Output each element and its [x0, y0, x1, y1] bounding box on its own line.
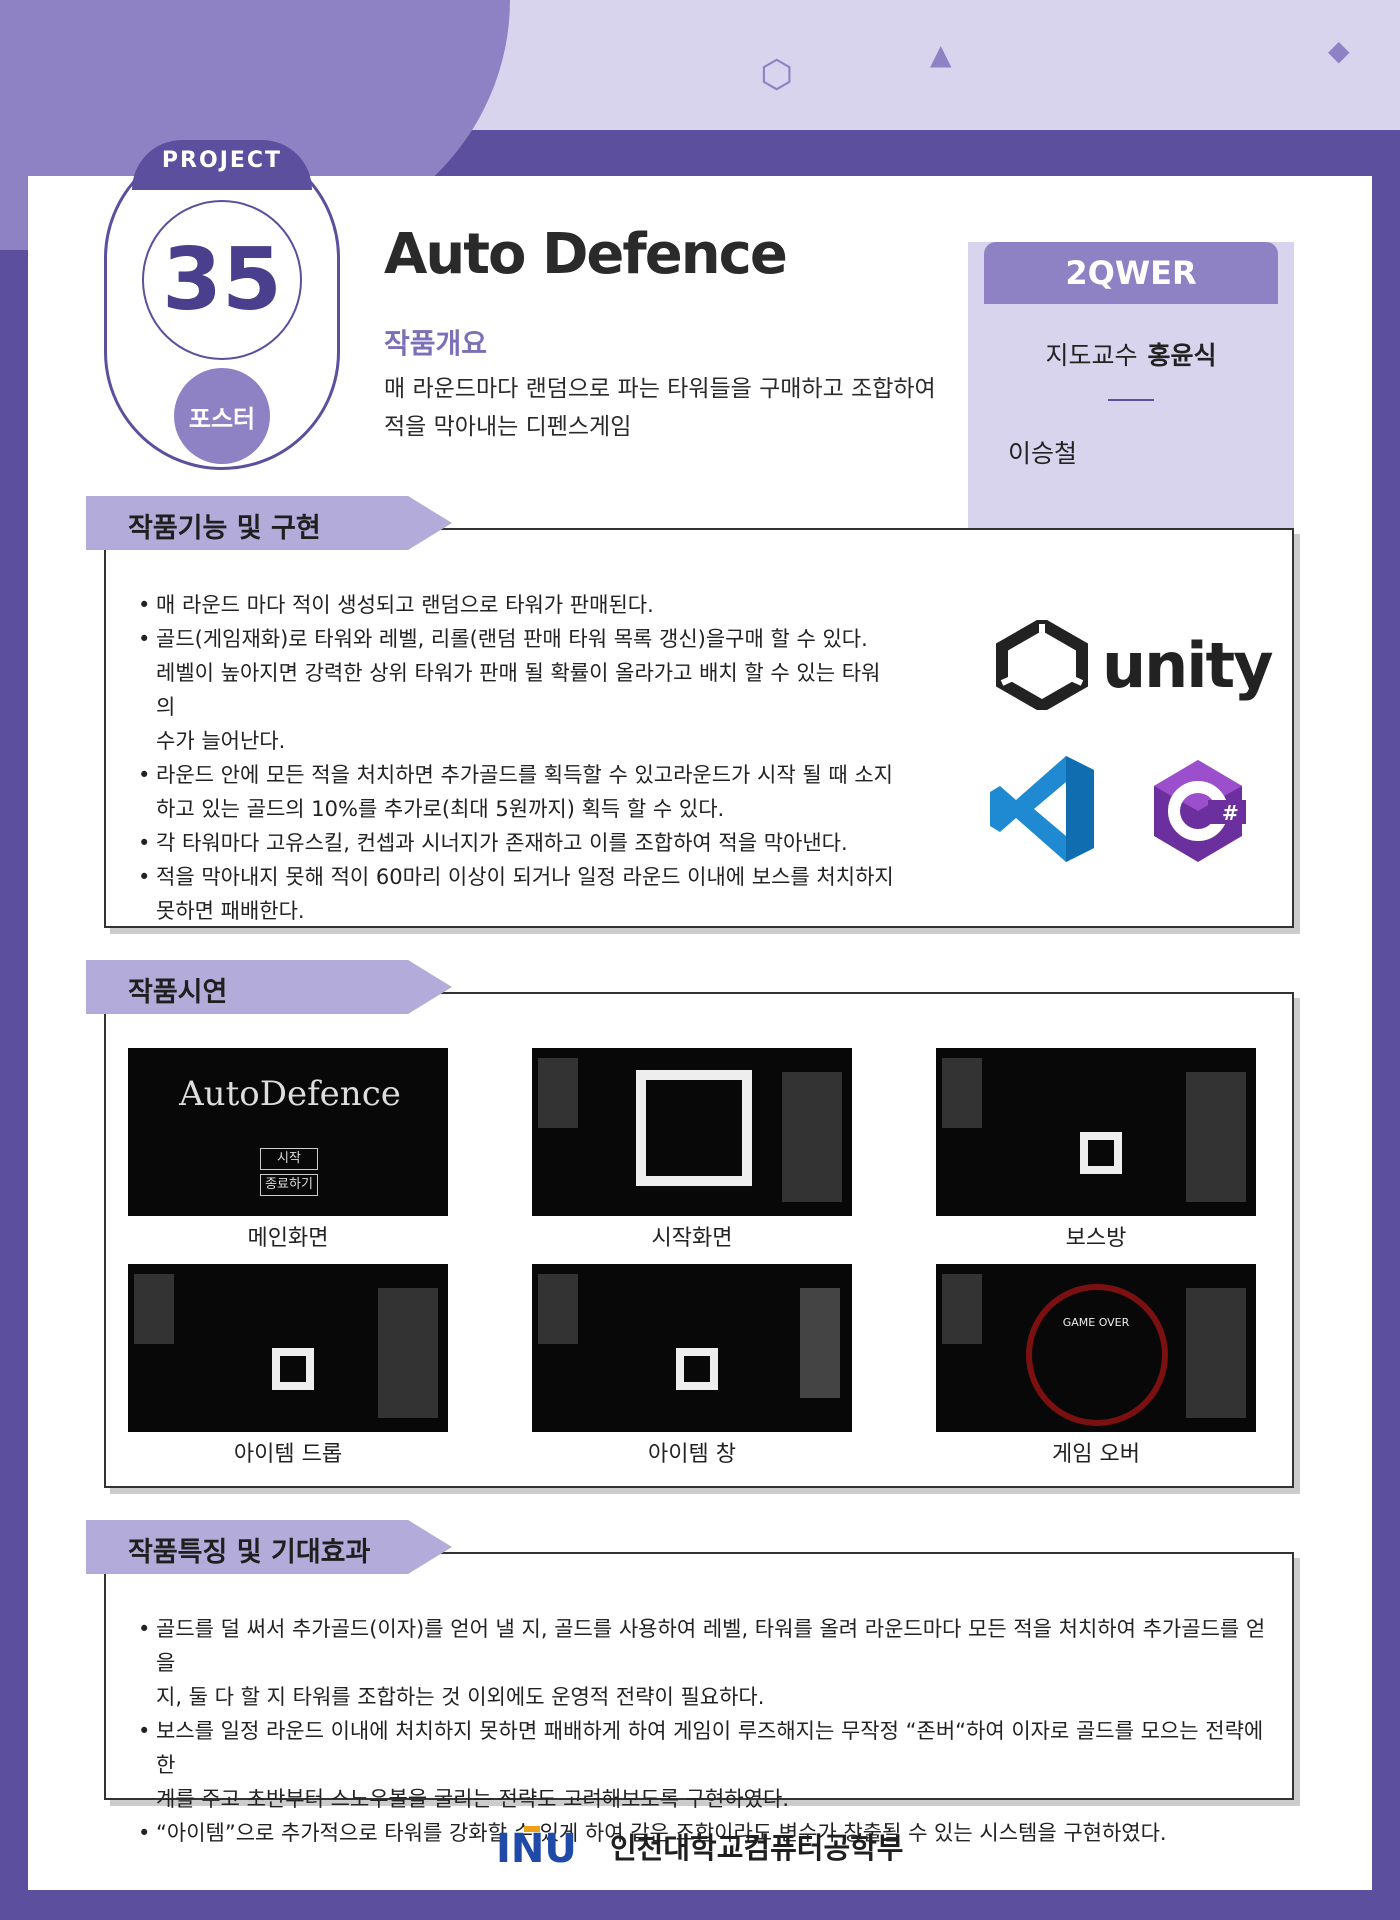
team-name: 2QWER: [984, 242, 1278, 304]
project-label: PROJECT: [161, 148, 283, 173]
screenshot-item-drop: [128, 1264, 448, 1432]
page-title: Auto Defence: [384, 222, 788, 287]
caption: 보스방: [1065, 1226, 1127, 1251]
demo-heading: 작품시연: [86, 960, 452, 1014]
screenshot-start: [532, 1048, 852, 1216]
svg-text:INU: INU: [496, 1826, 577, 1870]
caption: 게임 오버: [1052, 1442, 1140, 1467]
effects-box: 골드를 덜 써서 추가골드(이자)를 얻어 낼 지, 골드를 사용하여 레벨, …: [104, 1552, 1294, 1850]
screenshot-main-menu: AutoDefence 시작 종료하기: [128, 1048, 448, 1216]
screenshot-boss-room: [936, 1048, 1256, 1216]
unity-logo: unity: [996, 620, 1274, 710]
list-item: 매 라운드 마다 적이 생성되고 랜덤으로 타워가 판매된다.: [136, 588, 896, 622]
caption: 아이템 드롭: [233, 1442, 343, 1467]
screenshot-item-window: [532, 1264, 852, 1432]
list-item: 각 타워마다 고유스킬, 컨셉과 시너지가 존재하고 이를 조합하여 적을 막아…: [136, 826, 896, 860]
csharp-icon: #: [1154, 760, 1246, 862]
project-number: 35: [142, 200, 302, 360]
footer: INU 인천대학교컴퓨터공학부: [494, 1822, 903, 1870]
caption: 아이템 창: [648, 1442, 736, 1467]
list-item: 적을 막아내지 못해 적이 60마리 이상이 되거나 일정 라운드 이내에 보스…: [136, 860, 896, 928]
features-heading: 작품기능 및 구현: [86, 496, 452, 550]
vscode-icon: [990, 756, 1094, 862]
inu-logo-icon: INU: [496, 1826, 577, 1870]
features-list: 매 라운드 마다 적이 생성되고 랜덤으로 타워가 판매된다. 골드(게임재화)…: [136, 588, 896, 928]
list-item: “아이템”으로 추가적으로 타워를 강화할 수 있게 하여 같은 조합이라도 변…: [136, 1816, 1266, 1850]
project-badge: PROJECT 35 포스터: [104, 140, 340, 470]
quit-button: 종료하기: [260, 1174, 318, 1196]
effects-heading: 작품특징 및 기대효과: [86, 1520, 452, 1574]
svg-text:#: #: [1222, 801, 1239, 825]
unity-icon: [996, 620, 1088, 710]
list-item: 골드(게임재화)로 타워와 레벨, 리롤(랜덤 판매 타워 목록 갱신)을구매 …: [136, 622, 896, 758]
caption: 메인화면: [247, 1226, 329, 1251]
screenshot-game-over: GAME OVER: [936, 1264, 1256, 1432]
effects-list: 골드를 덜 써서 추가골드(이자)를 얻어 낼 지, 골드를 사용하여 레벨, …: [136, 1612, 1266, 1850]
type-label: 포스터: [174, 368, 270, 464]
overview-text: 매 라운드마다 랜덤으로 파는 타워들을 구매하고 조합하여 적을 막아내는 디…: [384, 376, 936, 440]
caption: 시작화면: [651, 1226, 733, 1251]
list-item: 골드를 덜 써서 추가골드(이자)를 얻어 낼 지, 골드를 사용하여 레벨, …: [136, 1612, 1266, 1714]
features-box: 매 라운드 마다 적이 생성되고 랜덤으로 타워가 판매된다. 골드(게임재화)…: [104, 528, 1294, 928]
header-decoration: ▲ ⬡ ◆: [0, 0, 1400, 250]
start-button: 시작: [260, 1148, 318, 1170]
team-member: 이승철: [1008, 439, 1078, 468]
list-item: 라운드 안에 모든 적을 처치하면 추가골드를 획득할 수 있고라운드가 시작 …: [136, 758, 896, 826]
list-item: 보스를 일정 라운드 이내에 처치하지 못하면 패배하게 하여 게임이 루즈해지…: [136, 1714, 1266, 1816]
overview-heading: 작품개요: [384, 327, 488, 360]
